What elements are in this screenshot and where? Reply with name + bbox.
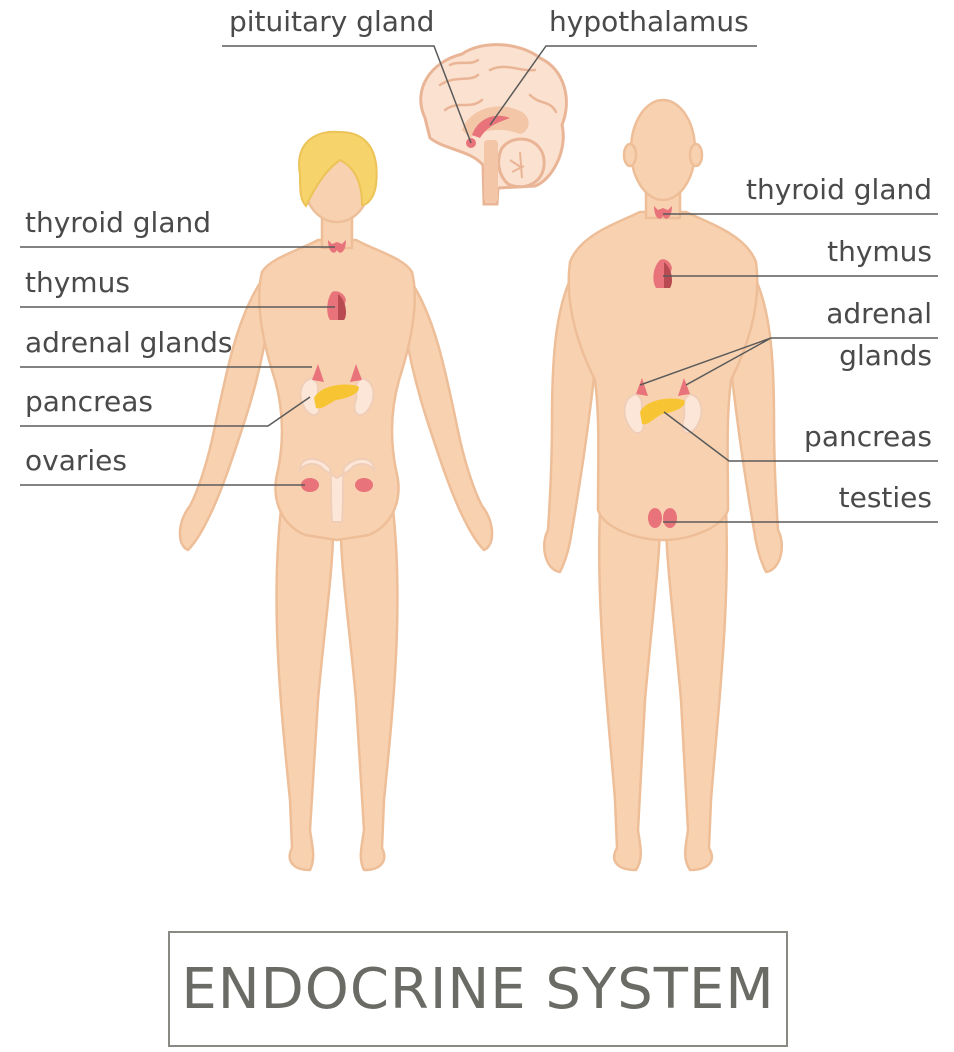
female-thymus-label: thymus — [25, 269, 130, 297]
female-ovaries-label: ovaries — [25, 447, 127, 475]
pituitary-label: pituitary gland — [229, 8, 434, 36]
page-title: ENDOCRINE SYSTEM — [181, 957, 774, 1022]
male-adrenal-label-line1: adrenal — [826, 300, 932, 328]
female-figure — [180, 132, 492, 870]
male-thymus-label: thymus — [827, 238, 932, 266]
female-adrenal-label: adrenal glands — [25, 329, 232, 357]
male-testies-label: testies — [839, 484, 932, 512]
title-box: ENDOCRINE SYSTEM — [168, 931, 788, 1047]
male-thyroid-label: thyroid gland — [746, 176, 932, 204]
male-figure — [544, 100, 782, 870]
male-adrenal-label-line2: glands — [839, 342, 932, 370]
male-pancreas-label: pancreas — [804, 423, 932, 451]
female-pancreas-label: pancreas — [25, 388, 153, 416]
hypothalamus-label: hypothalamus — [549, 8, 749, 36]
female-thyroid-label: thyroid gland — [25, 209, 211, 237]
